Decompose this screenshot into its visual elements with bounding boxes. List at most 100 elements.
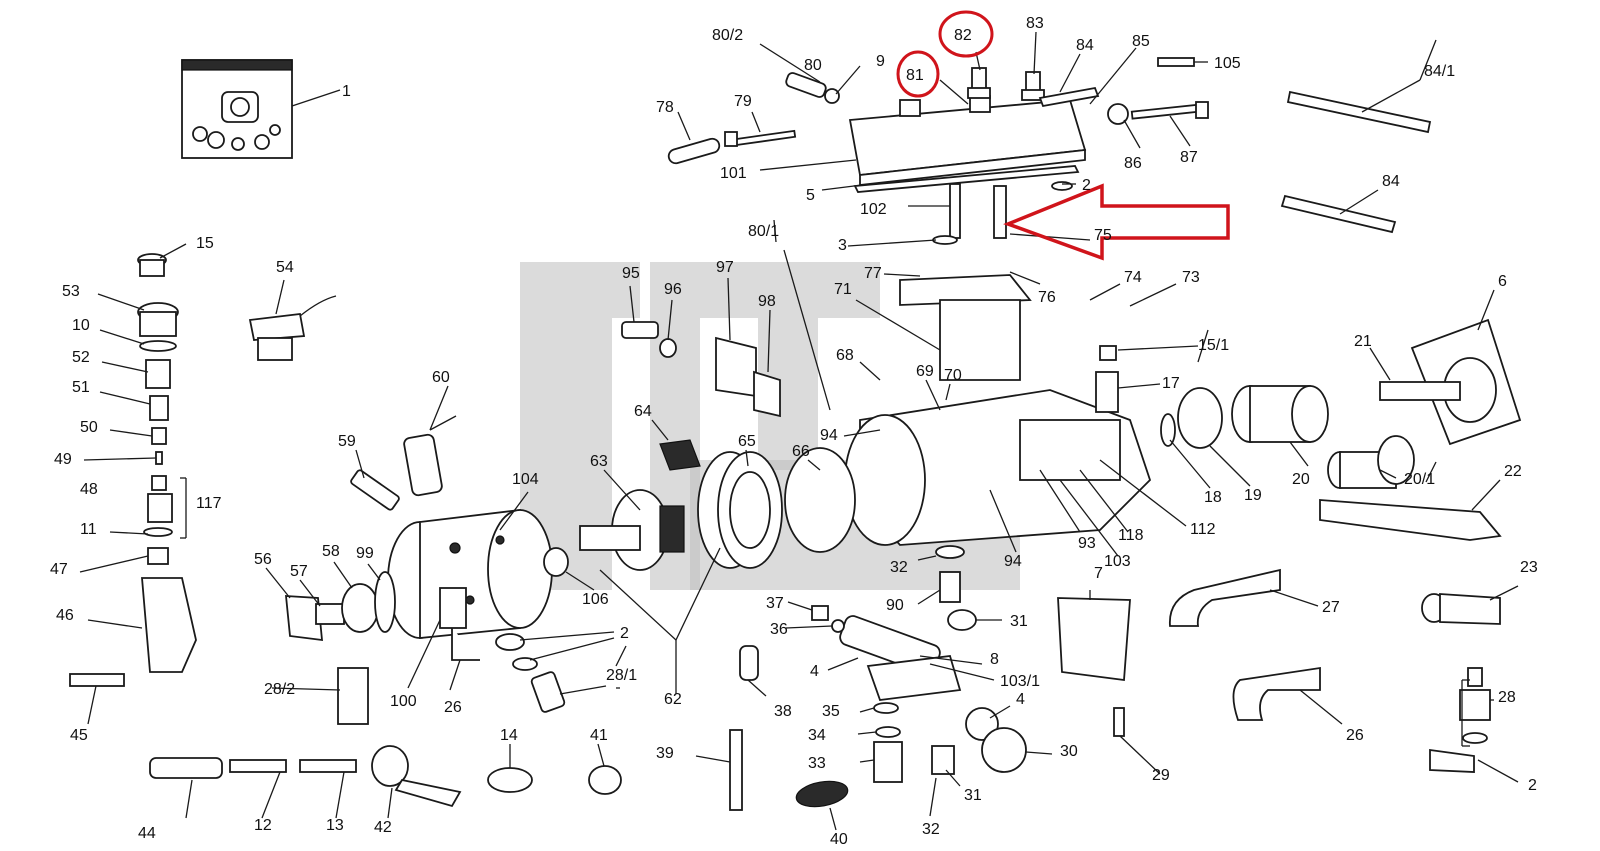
label-46: 46 <box>56 607 74 624</box>
label-82: 82 <box>954 27 972 44</box>
bolt-28 <box>1429 667 1491 773</box>
label-99: 99 <box>356 545 374 562</box>
label-21: 21 <box>1354 333 1372 350</box>
label-84-mid: 84 <box>1382 173 1400 190</box>
label-77: 77 <box>864 265 882 282</box>
label-87: 87 <box>1180 149 1198 166</box>
label-83: 83 <box>1026 15 1044 32</box>
washer-3 <box>932 235 958 245</box>
label-58: 58 <box>322 543 340 560</box>
label-78: 78 <box>656 99 674 116</box>
washer-32 <box>935 545 965 559</box>
highlight-annotations <box>896 10 1230 261</box>
bolt-45 <box>69 673 125 687</box>
label-41: 41 <box>590 727 608 744</box>
label-64: 64 <box>634 403 652 420</box>
label-35: 35 <box>822 703 840 720</box>
fitting-47 <box>147 547 169 565</box>
label-17: 17 <box>1162 375 1180 392</box>
label-51: 51 <box>72 379 90 396</box>
plug-57 <box>315 603 345 625</box>
pin-49 <box>155 451 163 465</box>
label-85: 85 <box>1132 33 1150 50</box>
lever-84-1 <box>1286 90 1432 134</box>
union-44 <box>149 757 223 779</box>
banjo-46 <box>141 577 197 673</box>
washer-2d <box>495 633 525 651</box>
highlight-arrow <box>1003 183 1230 261</box>
inlet-fitting-103-1 <box>839 615 962 701</box>
label-112: 112 <box>1190 521 1216 538</box>
washer-11 <box>143 527 173 537</box>
label-48: 48 <box>80 481 98 498</box>
label-18: 18 <box>1204 489 1222 506</box>
highlight-circle-81 <box>896 50 940 98</box>
label-33: 33 <box>808 755 826 772</box>
nut-31b <box>931 745 955 775</box>
label-80-2: 80/2 <box>712 27 743 44</box>
label-7: 7 <box>1094 565 1103 582</box>
label-94-bottom: 94 <box>1004 553 1022 570</box>
label-106: 106 <box>582 591 609 608</box>
cover-98 <box>753 370 781 418</box>
label-100: 100 <box>390 693 417 710</box>
label-80-1: 80/1 <box>748 223 779 240</box>
label-105: 105 <box>1214 55 1241 72</box>
throttle-link <box>785 72 840 104</box>
label-93: 93 <box>1078 535 1096 552</box>
delivery-valve-holder <box>137 302 179 337</box>
body-117 <box>147 493 173 523</box>
label-54: 54 <box>276 259 294 276</box>
label-98: 98 <box>758 293 776 310</box>
washer-35 <box>873 702 899 714</box>
label-6: 6 <box>1498 273 1507 290</box>
hydraulic-head-cover <box>848 95 1087 187</box>
label-12: 12 <box>254 817 272 834</box>
label-104: 104 <box>512 471 539 488</box>
seal-41 <box>588 765 622 795</box>
label-2-bottom: 2 <box>1528 777 1537 794</box>
label-86: 86 <box>1124 155 1142 172</box>
label-36: 36 <box>770 621 788 638</box>
label-90: 90 <box>886 597 904 614</box>
stud-102 <box>949 183 961 239</box>
label-50: 50 <box>80 419 98 436</box>
washer-34 <box>875 726 901 738</box>
label-117: 117 <box>196 495 222 512</box>
screw-37 <box>811 605 829 621</box>
label-26-right: 26 <box>1346 727 1364 744</box>
label-81: 81 <box>906 67 924 84</box>
label-84-top: 84 <box>1076 37 1094 54</box>
small-spring <box>1157 57 1195 67</box>
pump-housing <box>844 274 1152 546</box>
label-66: 66 <box>792 443 810 460</box>
screw-33 <box>873 741 903 783</box>
sleeve-20 <box>1231 385 1329 443</box>
gasket-plate <box>853 165 1080 193</box>
cover-7 <box>1057 597 1131 682</box>
label-23: 23 <box>1520 559 1538 576</box>
boot-38 <box>739 645 759 681</box>
label-102: 102 <box>860 201 887 218</box>
ring-99 <box>374 571 396 633</box>
screw-29 <box>1113 707 1125 737</box>
hex-nut <box>1107 103 1129 125</box>
label-28-1: 28/1 <box>606 667 637 684</box>
label-10: 10 <box>72 317 90 334</box>
label-70: 70 <box>944 367 962 384</box>
label-27: 27 <box>1322 599 1340 616</box>
label-5: 5 <box>806 187 815 204</box>
label-65: 65 <box>738 433 756 450</box>
plug-15 <box>137 253 167 277</box>
label-31-bottom: 31 <box>964 787 982 804</box>
adjust-bolt <box>1130 101 1209 120</box>
label-79: 79 <box>734 93 752 110</box>
lever-84 <box>1280 194 1397 234</box>
fitting-54 <box>248 295 337 361</box>
spring-51 <box>149 395 169 421</box>
gasket-97 <box>715 336 757 398</box>
label-59: 59 <box>338 433 356 450</box>
seal-19 <box>1177 387 1223 449</box>
label-28: 28 <box>1498 689 1516 706</box>
